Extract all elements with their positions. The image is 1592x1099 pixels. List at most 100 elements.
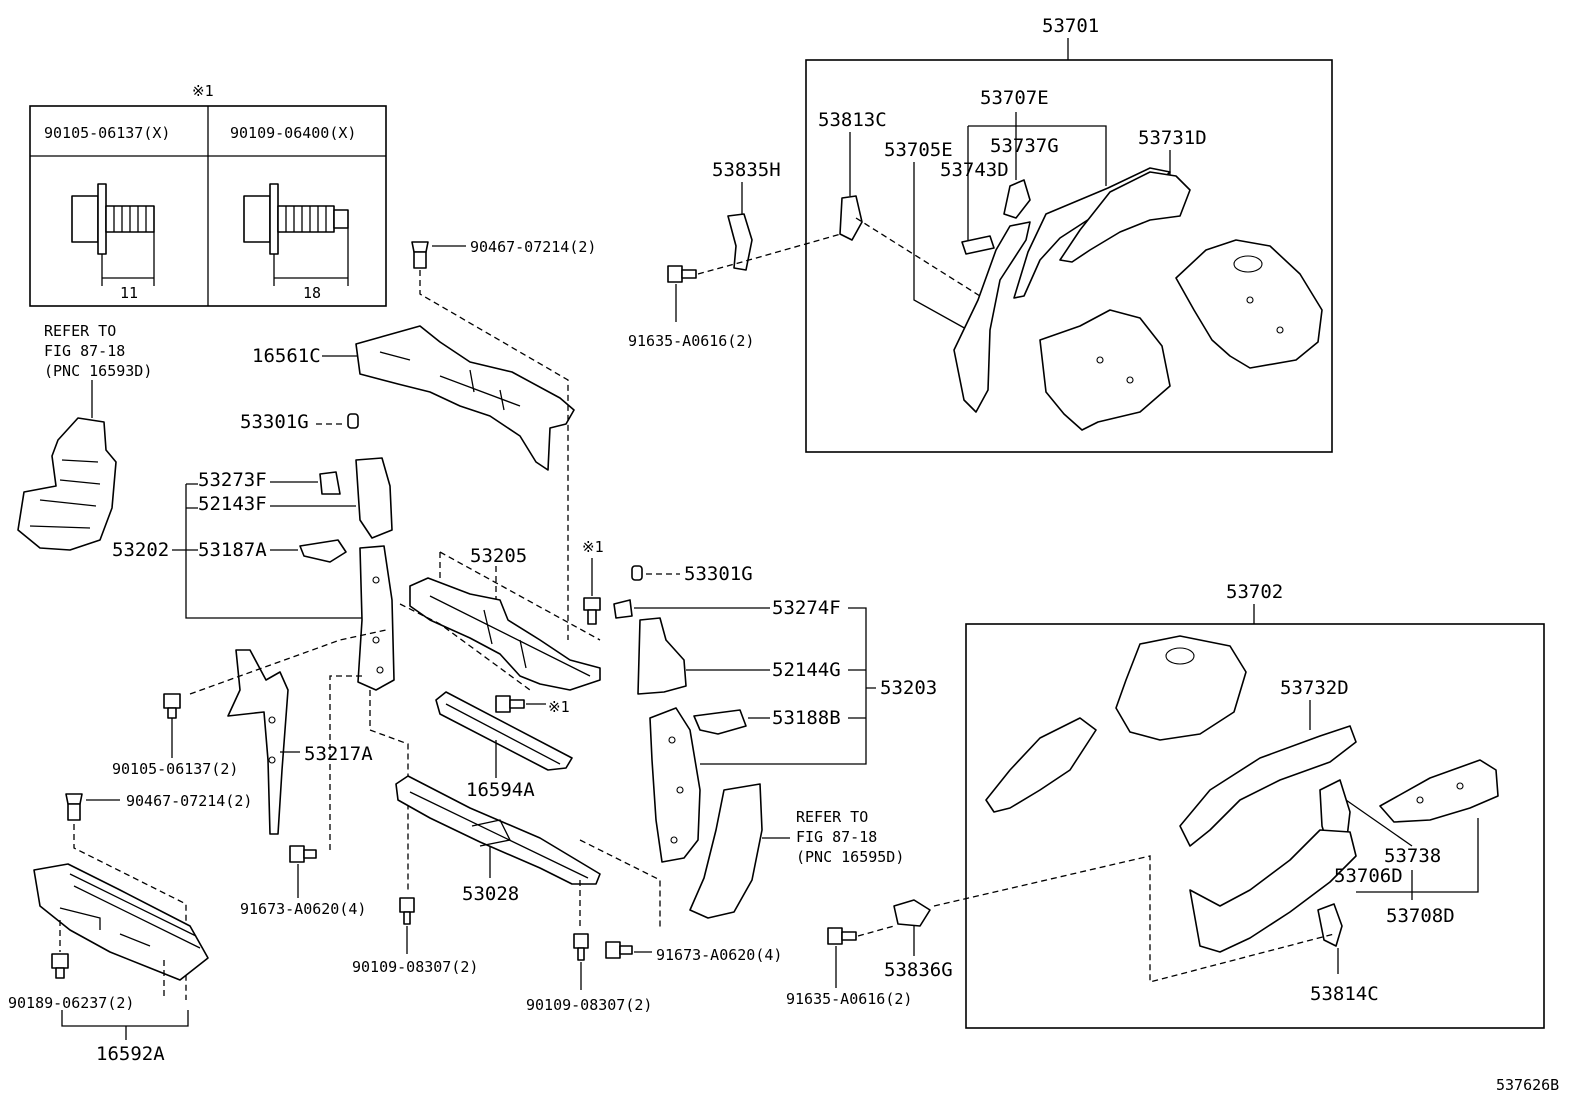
clip-90467-top-icon bbox=[411, 241, 429, 269]
refer-right-line1: REFER TO bbox=[796, 808, 868, 826]
label-91635-lower: 91635-A0616(2) bbox=[786, 990, 912, 1008]
bolt-lower-center-icon bbox=[495, 695, 525, 713]
part-53814C bbox=[1317, 903, 1343, 947]
bolt-a-part-number: 90105-06137(X) bbox=[44, 124, 170, 142]
part-53028 bbox=[395, 775, 601, 885]
label-52143F: 52143F bbox=[198, 493, 267, 515]
part-53708D bbox=[1189, 829, 1357, 953]
label-53707E: 53707E bbox=[980, 87, 1049, 109]
bolt-table: ※1 90105-06137(X) 90109-06400(X) 11 bbox=[29, 82, 387, 307]
label-53731D: 53731D bbox=[1138, 127, 1207, 149]
label-52144G: 52144G bbox=[772, 659, 841, 681]
part-53737G bbox=[1003, 179, 1031, 219]
label-53737G: 53737G bbox=[990, 135, 1059, 157]
label-53702: 53702 bbox=[1226, 581, 1283, 603]
label-16561C: 16561C bbox=[252, 345, 321, 367]
part-53188B bbox=[693, 709, 747, 735]
part-53202-pillar bbox=[357, 545, 395, 691]
part-53273F bbox=[319, 471, 341, 495]
label-53708D: 53708D bbox=[1386, 905, 1455, 927]
label-53836G: 53836G bbox=[884, 959, 953, 981]
label-53701: 53701 bbox=[1042, 15, 1099, 37]
label-53188B: 53188B bbox=[772, 707, 841, 729]
label-53301G-right: 53301G bbox=[684, 563, 753, 585]
label-53203: 53203 bbox=[880, 677, 937, 699]
label-91673-right: 91673-A0620(4) bbox=[656, 946, 782, 964]
bolt-a-length: 11 bbox=[120, 284, 138, 302]
part-53702-tower bbox=[1115, 635, 1247, 741]
label-53028: 53028 bbox=[462, 883, 519, 905]
cover-16595d bbox=[689, 783, 763, 919]
bolt-91635-upper-icon bbox=[667, 265, 697, 283]
clip-90467-lower-icon bbox=[65, 793, 83, 821]
bolt-b-part-number: 90109-06400(X) bbox=[230, 124, 356, 142]
note-mark-table: ※1 bbox=[192, 82, 214, 100]
note-mark-bolt-lower: ※1 bbox=[548, 698, 570, 716]
label-53273F: 53273F bbox=[198, 469, 267, 491]
bolt-91673-left-icon bbox=[289, 845, 317, 863]
label-90105-06137: 90105-06137(2) bbox=[112, 760, 238, 778]
clip-90189-icon bbox=[51, 953, 69, 979]
label-90109-left: 90109-08307(2) bbox=[352, 958, 478, 976]
label-53217A: 53217A bbox=[304, 743, 373, 765]
bolt-b-length: 18 bbox=[303, 284, 321, 302]
part-53738 bbox=[1379, 759, 1499, 823]
bolt-90105-icon bbox=[163, 693, 181, 719]
refer-left-line3: (PNC 16593D) bbox=[44, 362, 152, 380]
box-53702 bbox=[965, 623, 1545, 1029]
part-52143F bbox=[355, 457, 393, 539]
label-90189-06237: 90189-06237(2) bbox=[8, 994, 134, 1012]
bolt-b-icon bbox=[243, 183, 349, 286]
refer-right-line2: FIG 87-18 bbox=[796, 828, 877, 846]
label-53706D: 53706D bbox=[1334, 865, 1403, 887]
label-53205: 53205 bbox=[470, 545, 527, 567]
part-53743D bbox=[961, 235, 995, 255]
label-53814C: 53814C bbox=[1310, 983, 1379, 1005]
label-53187A: 53187A bbox=[198, 539, 267, 561]
bolt-a-icon bbox=[71, 183, 155, 286]
refer-note-right: REFER TO FIG 87-18 (PNC 16595D) bbox=[796, 808, 904, 866]
label-91635-upper: 91635-A0616(2) bbox=[628, 332, 754, 350]
bolt-90109-left-icon bbox=[399, 897, 415, 925]
label-53732D: 53732D bbox=[1280, 677, 1349, 699]
label-53301G-left: 53301G bbox=[240, 411, 309, 433]
part-53274F bbox=[613, 599, 633, 619]
cover-16593d bbox=[17, 417, 117, 551]
part-16594A bbox=[435, 691, 573, 771]
part-53702-apron bbox=[985, 717, 1097, 813]
label-53705E: 53705E bbox=[884, 139, 953, 161]
label-53202: 53202 bbox=[112, 539, 169, 561]
box-53701 bbox=[805, 59, 1333, 453]
label-91673-left: 91673-A0620(4) bbox=[240, 900, 366, 918]
part-53701-tower bbox=[1175, 239, 1323, 369]
refer-left-line2: FIG 87-18 bbox=[44, 342, 125, 360]
bolt-90109-right-icon bbox=[573, 933, 589, 961]
part-53217A bbox=[227, 649, 289, 835]
part-53701-apron bbox=[1039, 309, 1171, 431]
sheet-code: 537626B bbox=[1496, 1076, 1559, 1094]
bolt-91673-right-icon bbox=[605, 941, 633, 959]
refer-right-line3: (PNC 16595D) bbox=[796, 848, 904, 866]
refer-left-line1: REFER TO bbox=[44, 322, 116, 340]
note-mark-bolt-upper: ※1 bbox=[582, 538, 604, 556]
bolt-upper-center-icon bbox=[583, 597, 601, 625]
part-53836G bbox=[893, 899, 931, 927]
label-90109-right: 90109-08307(2) bbox=[526, 996, 652, 1014]
label-16594A: 16594A bbox=[466, 779, 535, 801]
part-53732D bbox=[1179, 725, 1357, 847]
grommet-53301G-left bbox=[347, 413, 359, 429]
label-53835H: 53835H bbox=[712, 159, 781, 181]
part-52144G bbox=[637, 617, 687, 695]
part-16561C bbox=[355, 325, 575, 471]
label-53738: 53738 bbox=[1384, 845, 1441, 867]
label-53274F: 53274F bbox=[772, 597, 841, 619]
part-53187A bbox=[299, 539, 347, 563]
label-90467-lower: 90467-07214(2) bbox=[126, 792, 252, 810]
label-16592A: 16592A bbox=[96, 1043, 165, 1065]
bolt-91635-lower-icon bbox=[827, 927, 857, 945]
grommet-53301G-right bbox=[631, 565, 643, 581]
refer-note-left: REFER TO FIG 87-18 (PNC 16593D) bbox=[44, 322, 152, 418]
label-90467-top: 90467-07214(2) bbox=[470, 238, 596, 256]
part-53835H bbox=[727, 213, 753, 271]
